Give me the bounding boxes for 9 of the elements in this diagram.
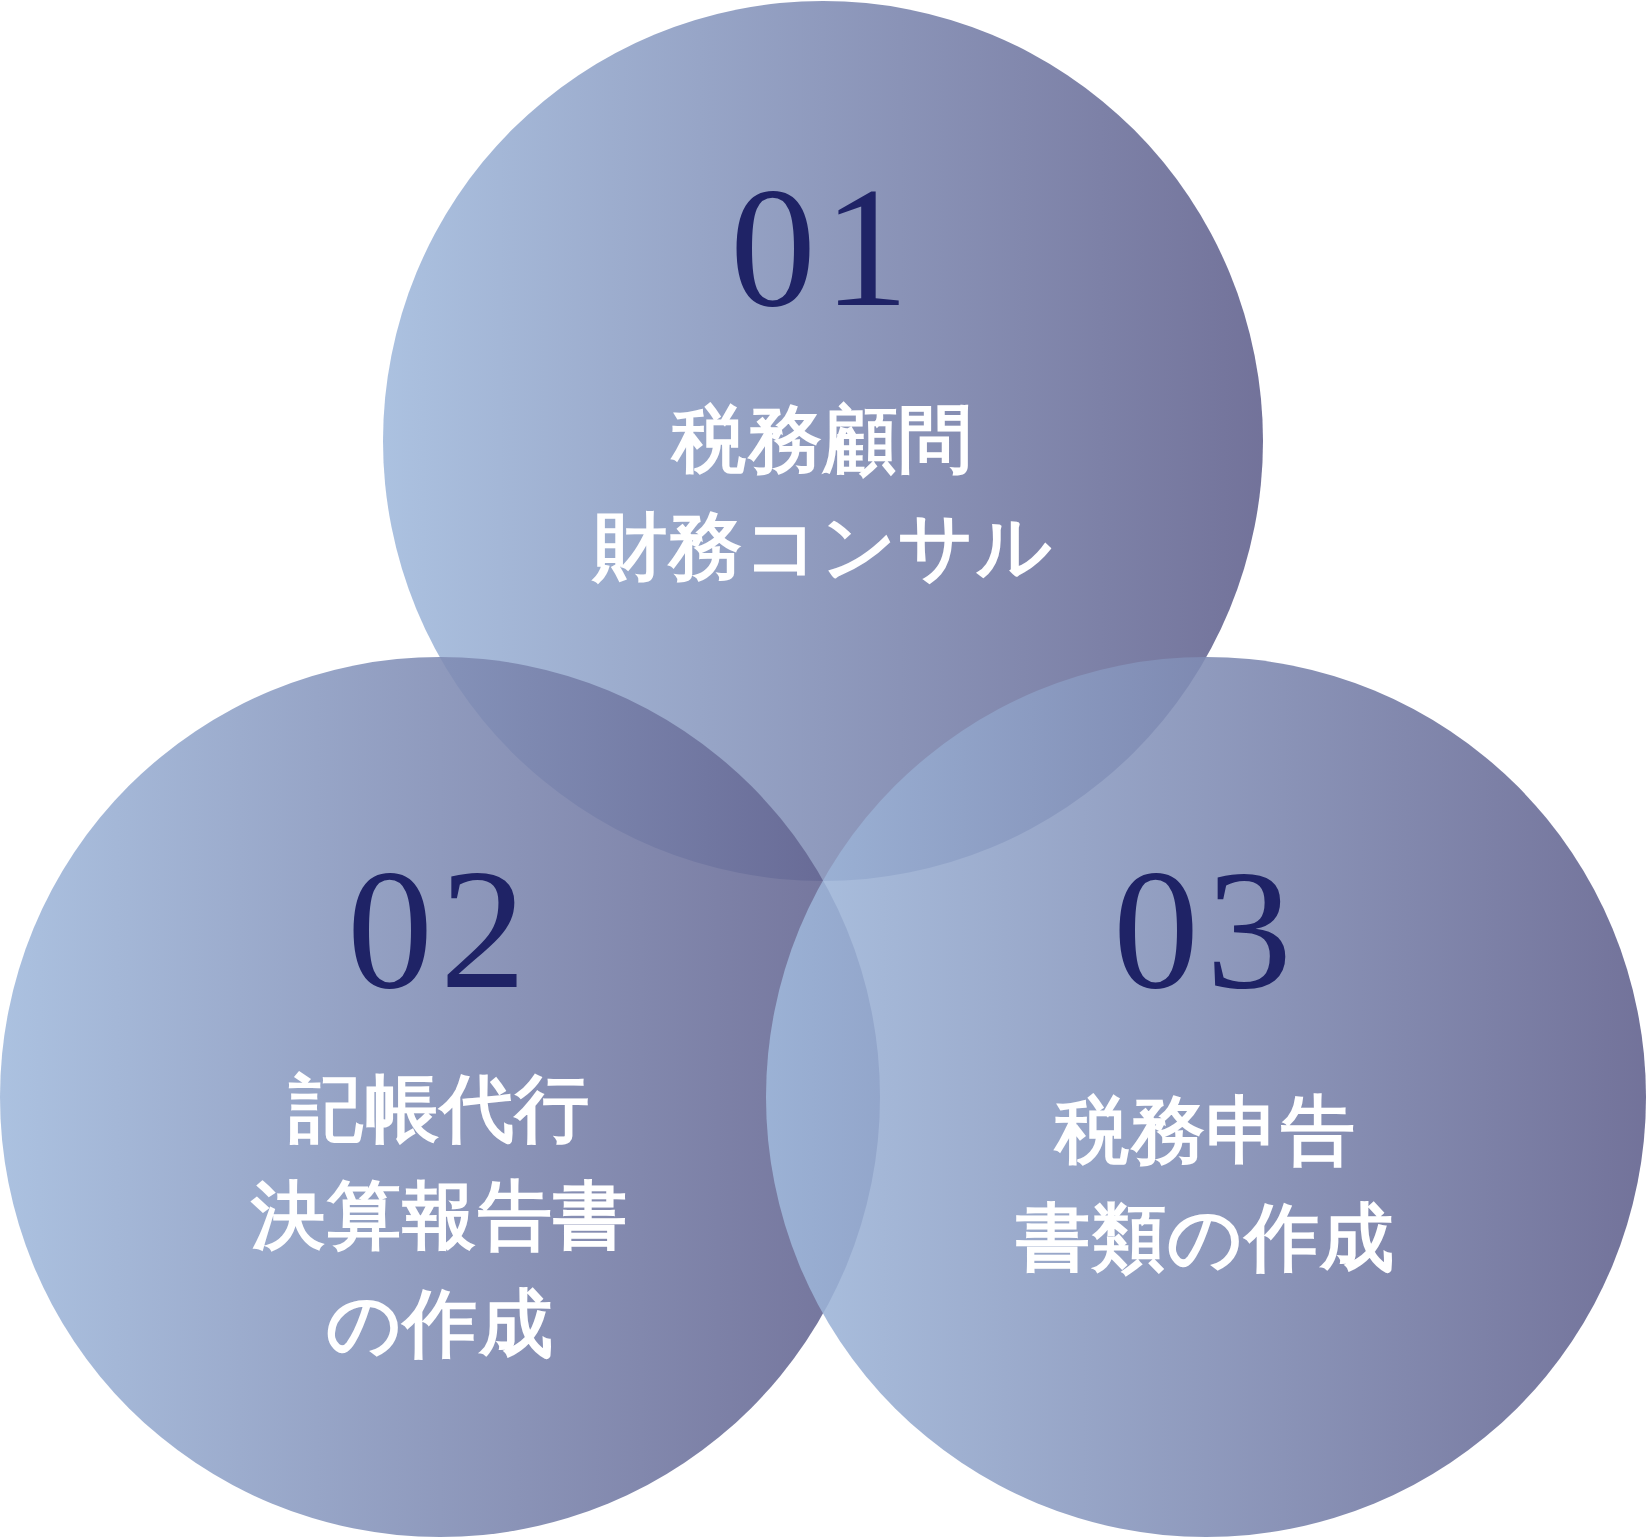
step-number: 02: [347, 834, 533, 1024]
step-number: 01: [730, 152, 916, 342]
step-number: 03: [1113, 834, 1299, 1024]
service-label: 税務顧問: [669, 395, 975, 484]
service-label: 記帳代行: [288, 1064, 592, 1153]
service-label: 財務コンサル: [590, 502, 1055, 592]
service-label: 決算報告書の作成: [249, 1171, 630, 1368]
service-label: 書類の作成: [1015, 1193, 1397, 1283]
service-label: 税務申告: [1052, 1086, 1358, 1175]
